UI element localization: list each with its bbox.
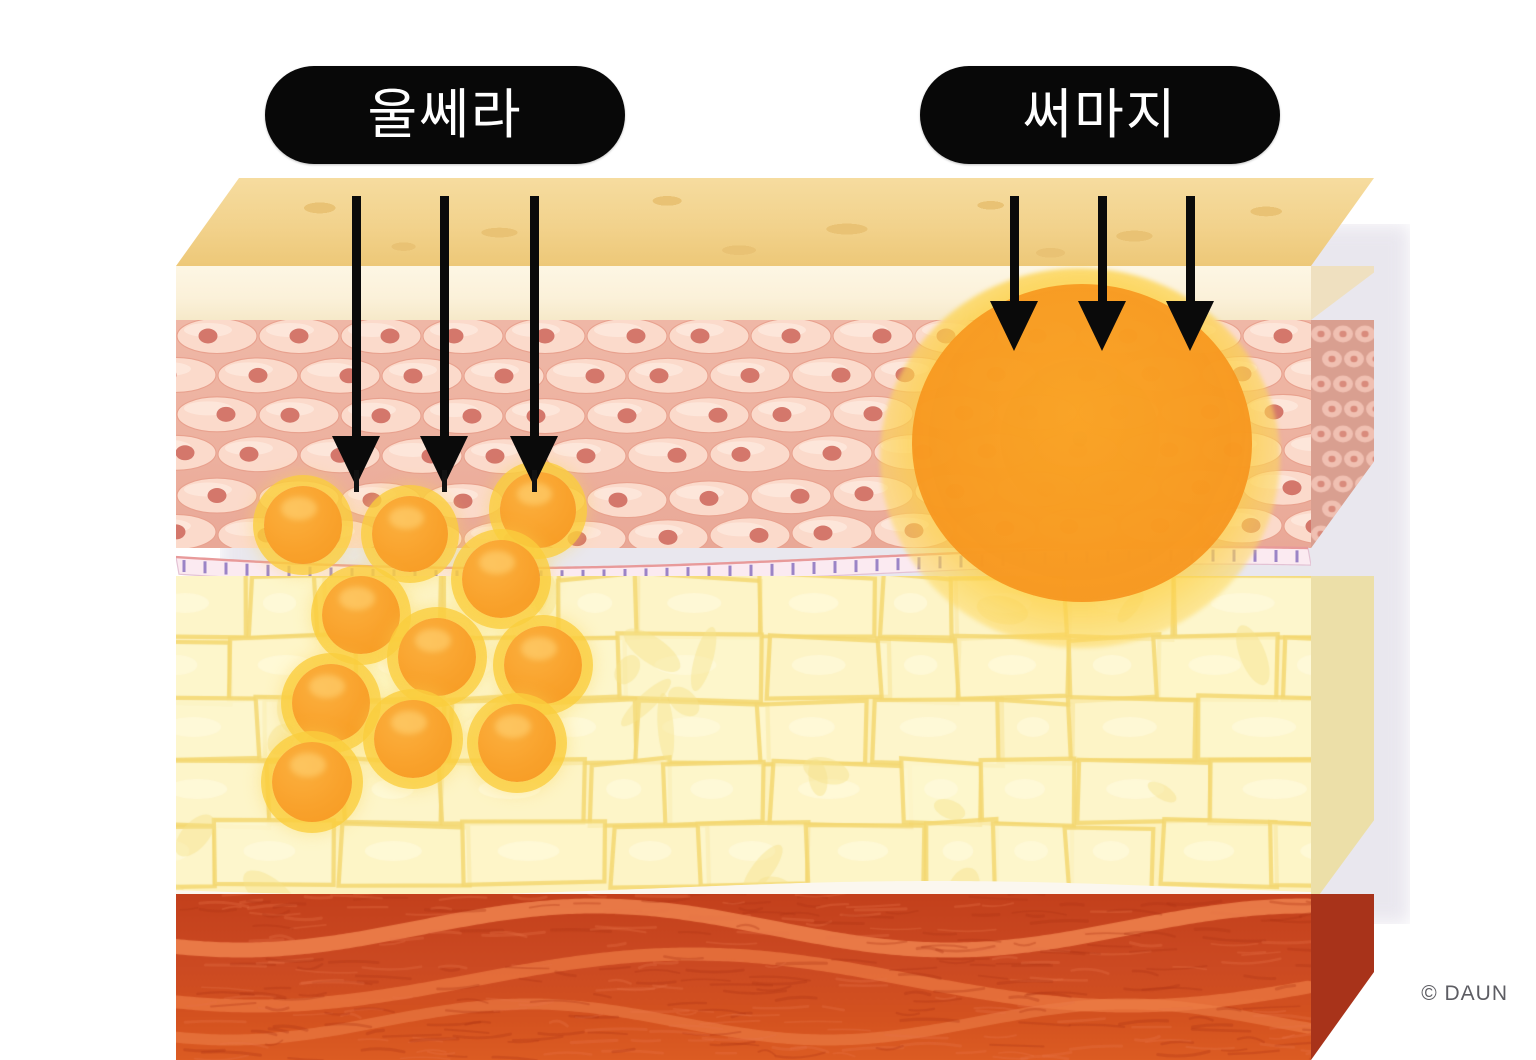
arrow-shaft [1186, 196, 1195, 301]
copyright-notice: © DAUN [1421, 982, 1508, 1005]
arrow-head [990, 301, 1038, 351]
arrow-shaft [352, 196, 361, 436]
ulthera-dot [272, 742, 352, 822]
arrow-shaft [440, 196, 449, 436]
ulthera-dot [374, 700, 452, 778]
ulthera-focal-tick [532, 470, 537, 492]
ulthera-dot [462, 540, 540, 618]
side-face-dermis [1311, 576, 1374, 906]
arrow-shaft [530, 196, 539, 436]
side-epidermis-cells [1311, 320, 1374, 548]
thermage-arrow [1166, 196, 1214, 351]
ulthera-dot [264, 486, 342, 564]
ulthera-label[interactable]: 울쎄라 [265, 66, 625, 164]
side-face-stratum [1311, 266, 1374, 320]
arrow-head [1166, 301, 1214, 351]
side-face-muscle [1311, 894, 1374, 1060]
arrow-shaft [1010, 196, 1019, 301]
ulthera-dot [372, 496, 448, 572]
ulthera-focal-tick [442, 470, 447, 492]
ulthera-dot [322, 576, 400, 654]
ulthera-dot [504, 626, 582, 704]
ulthera-arrow [510, 196, 558, 486]
ulthera-focal-tick [354, 470, 359, 492]
ulthera-dot [398, 618, 476, 696]
muscle-smas-layer [176, 894, 1311, 1060]
ulthera-arrow [332, 196, 380, 486]
thermage-arrow [990, 196, 1038, 351]
skin-surface-top-face [176, 178, 1374, 266]
arrow-head [1078, 301, 1126, 351]
thermage-label-text: 써마지 [1022, 85, 1178, 145]
ulthera-arrow [420, 196, 468, 486]
thermage-label[interactable]: 써마지 [920, 66, 1280, 164]
thermage-arrow [1078, 196, 1126, 351]
side-face-epidermis [1311, 320, 1374, 548]
muscle-fiber-texture [176, 894, 1311, 1060]
arrow-shaft [1098, 196, 1107, 301]
ulthera-label-text: 울쎄라 [367, 85, 523, 145]
diagram-canvas: 울쎄라 써마지 © DAUN [0, 0, 1536, 1024]
ulthera-dot [478, 704, 556, 782]
ulthera-dot [292, 664, 370, 742]
